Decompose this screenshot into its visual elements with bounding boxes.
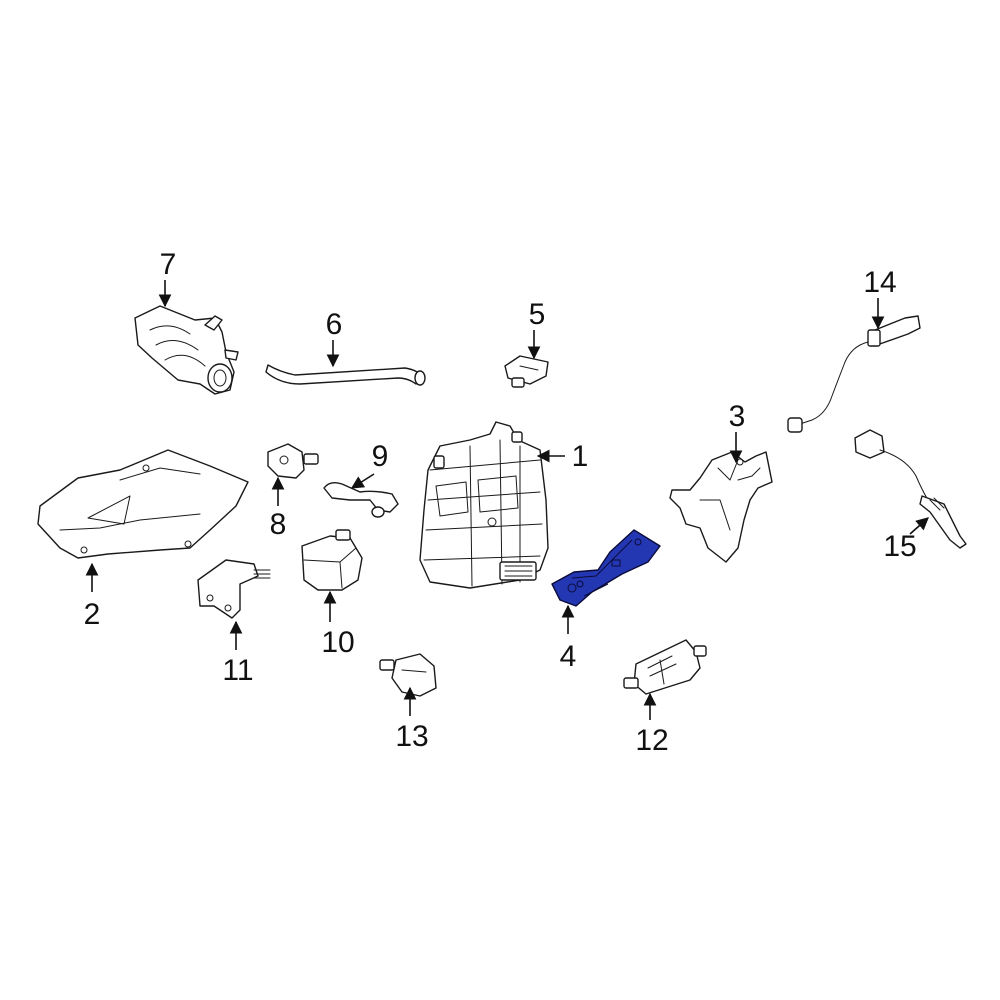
part-13-valve[interactable] xyxy=(379,653,437,697)
part-15-oxygen-sensor[interactable] xyxy=(854,429,967,549)
leader-9 xyxy=(350,473,375,489)
callout-14: 14 xyxy=(863,266,896,299)
callout-6: 6 xyxy=(326,308,343,341)
callout-1: 1 xyxy=(572,440,589,473)
callout-10: 10 xyxy=(321,626,354,659)
callout-11: 11 xyxy=(222,654,253,687)
part-2-shield[interactable] xyxy=(37,449,249,559)
part-1-evap-canister[interactable] xyxy=(419,421,549,589)
callout-12: 12 xyxy=(635,724,668,757)
callout-labels: 7 6 5 14 3 1 9 8 15 2 10 11 4 13 12 xyxy=(84,248,917,757)
leaders xyxy=(85,280,929,720)
part-7-purge-valve[interactable] xyxy=(134,305,239,395)
callout-2: 2 xyxy=(84,598,101,631)
part-4-canister-bracket[interactable] xyxy=(551,529,661,607)
callout-7: 7 xyxy=(160,248,177,281)
part-11-bracket[interactable] xyxy=(197,559,271,619)
part-6-hose[interactable] xyxy=(265,364,426,386)
callout-3: 3 xyxy=(729,400,746,433)
callout-8: 8 xyxy=(270,508,287,541)
part-5-sensor[interactable] xyxy=(504,355,549,388)
callout-5: 5 xyxy=(529,298,546,331)
callout-13: 13 xyxy=(395,720,428,753)
part-14-oxygen-sensor[interactable] xyxy=(787,315,921,433)
part-8-valve[interactable] xyxy=(267,443,319,479)
callout-9: 9 xyxy=(372,440,389,473)
part-10-module[interactable] xyxy=(301,529,363,591)
callout-15: 15 xyxy=(883,530,916,563)
leader-15 xyxy=(909,517,929,535)
callout-4: 4 xyxy=(560,640,577,673)
part-12-fuel-filter[interactable] xyxy=(623,639,707,695)
part-9-hose[interactable] xyxy=(323,481,399,518)
part-3-bracket[interactable] xyxy=(669,451,773,563)
